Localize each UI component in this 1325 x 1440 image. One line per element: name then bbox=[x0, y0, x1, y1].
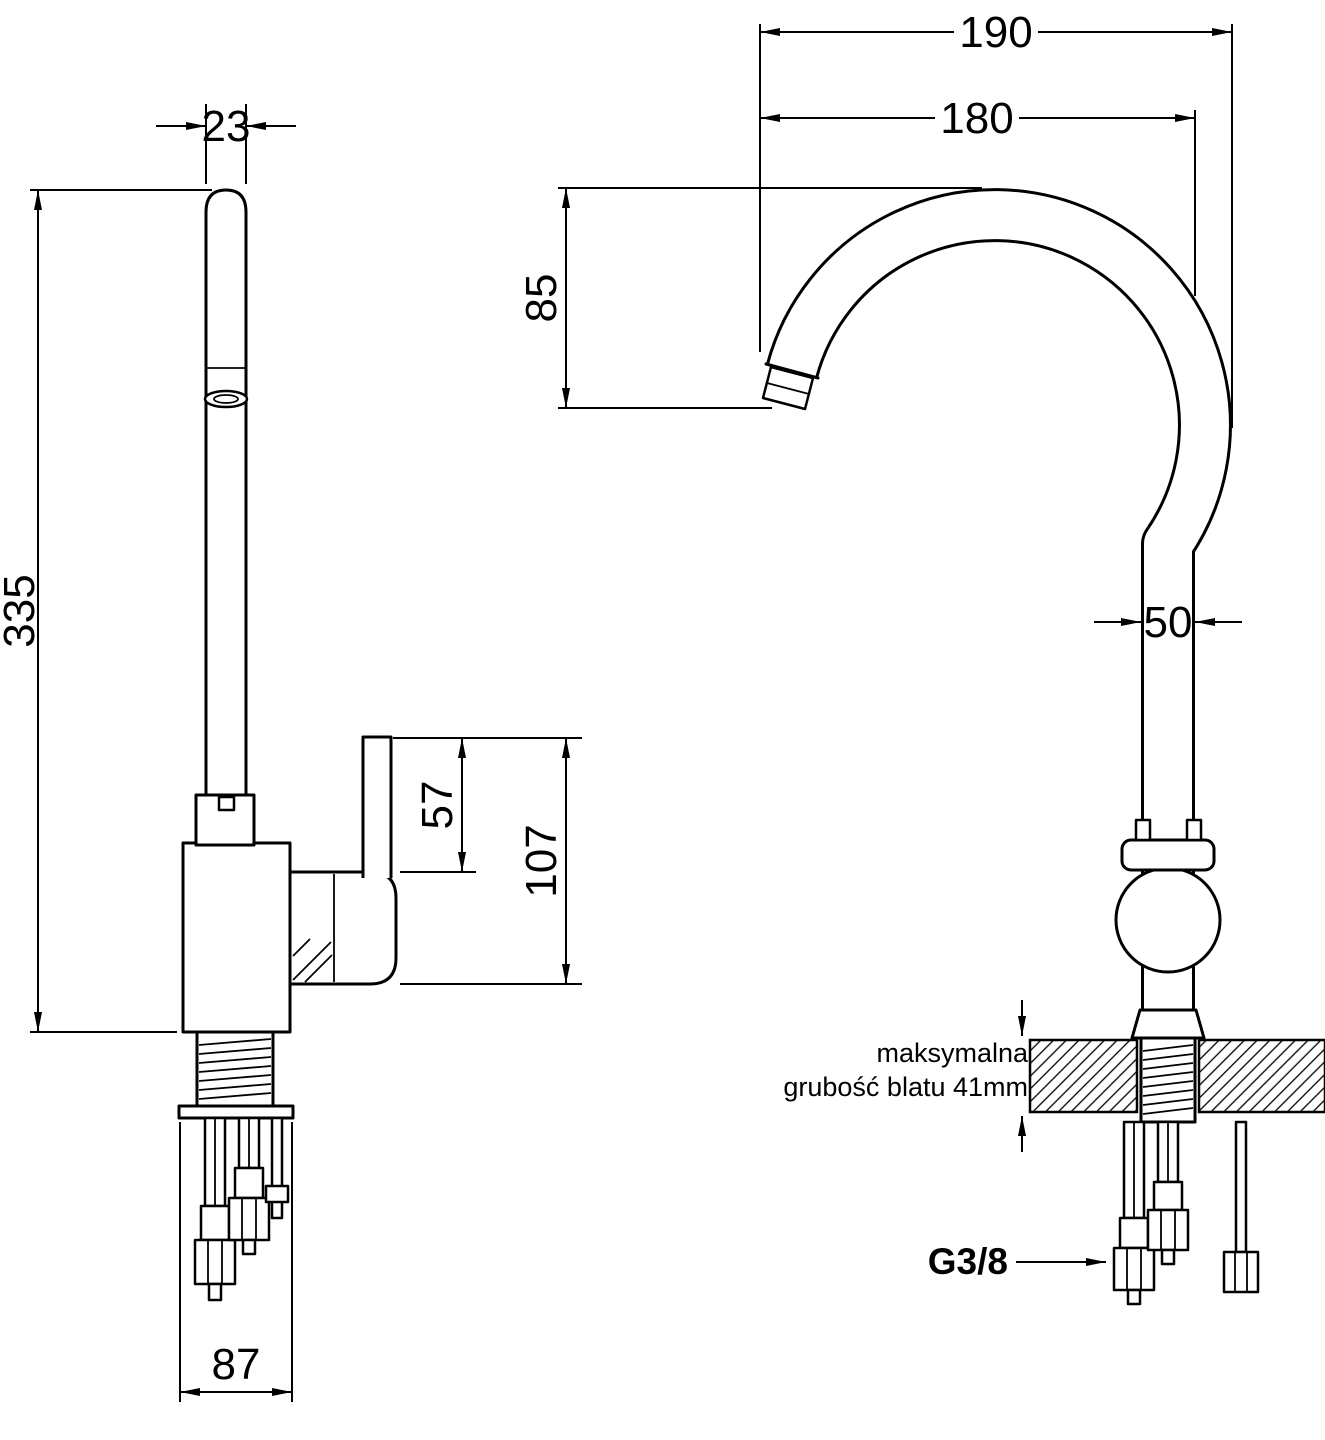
handle-tab bbox=[1134, 818, 1152, 842]
body-flare bbox=[1130, 1008, 1206, 1040]
dim-spout-width: 23 bbox=[156, 102, 296, 184]
supply-hoses bbox=[193, 1116, 290, 1302]
countertop-slab-left bbox=[1028, 1038, 1139, 1114]
dim-total-height: 335 bbox=[0, 189, 212, 1033]
handle-tab bbox=[1185, 818, 1203, 842]
hex-nut bbox=[193, 1238, 237, 1286]
handle-knob bbox=[1114, 866, 1222, 974]
dim-total-height-label: 335 bbox=[0, 574, 44, 647]
dim-spout-width-label: 23 bbox=[202, 102, 251, 151]
handle-mount-hatch bbox=[292, 938, 311, 957]
dim-base-width-label: 87 bbox=[212, 1340, 261, 1389]
thread-size-label: G3/8 bbox=[928, 1241, 1008, 1282]
dim-base-width: 87 bbox=[179, 1122, 293, 1402]
aerator-outlet bbox=[203, 389, 249, 409]
spout-tip-face bbox=[764, 362, 820, 380]
mounting-stud bbox=[270, 1116, 284, 1220]
hex-nut bbox=[1222, 1250, 1260, 1294]
side-view bbox=[177, 188, 398, 1302]
front-view bbox=[761, 188, 1325, 1306]
thread-callout: G3/8 bbox=[928, 1241, 1106, 1282]
dim-overall-reach: 190 bbox=[759, 8, 1233, 428]
handle-mount-hatch bbox=[292, 941, 332, 981]
spout-pipe bbox=[204, 188, 248, 795]
dim-spout-drop: 85 bbox=[517, 187, 982, 409]
shank-threads bbox=[198, 1038, 272, 1100]
hex-nut bbox=[1146, 1208, 1190, 1252]
dimension-annotations: 23 335 87 57 107 bbox=[0, 8, 1242, 1402]
spout-arc-fill bbox=[768, 191, 1229, 1038]
hex-nut bbox=[227, 1196, 271, 1242]
countertop-note-line2: grubość blatu 41mm bbox=[783, 1072, 1028, 1102]
shank-threads bbox=[1142, 1044, 1194, 1115]
dim-riser-width-label: 50 bbox=[1144, 598, 1193, 647]
dim-spout-reach: 180 bbox=[760, 94, 1196, 296]
dim-lever-height-label: 57 bbox=[413, 781, 462, 830]
set-screw bbox=[217, 795, 236, 812]
dim-handle-heights: 57 107 bbox=[393, 737, 582, 985]
dim-handle-height-label: 107 bbox=[517, 824, 566, 897]
dim-riser-width: 50 bbox=[1094, 598, 1242, 647]
spout-aerator-line bbox=[766, 382, 810, 395]
dim-overall-reach-label: 190 bbox=[959, 8, 1032, 57]
handle-bar bbox=[1120, 838, 1216, 872]
faucet-body bbox=[181, 841, 292, 1034]
countertop-note-line1: maksymalna bbox=[876, 1038, 1029, 1068]
aerator-outlet-inner bbox=[213, 394, 239, 404]
supply-hoses bbox=[1112, 1120, 1260, 1306]
handle-mount-hatch bbox=[304, 954, 333, 983]
base-flange bbox=[177, 1104, 295, 1120]
mounting-stud bbox=[1234, 1120, 1248, 1254]
dim-spout-drop-label: 85 bbox=[517, 274, 566, 323]
countertop-slab-right bbox=[1197, 1038, 1325, 1114]
handle-lever bbox=[361, 735, 393, 878]
dim-spout-reach-label: 180 bbox=[940, 94, 1013, 143]
hex-nut bbox=[1112, 1246, 1156, 1292]
countertop-thickness-note: maksymalna grubość blatu 41mm bbox=[783, 1000, 1029, 1152]
